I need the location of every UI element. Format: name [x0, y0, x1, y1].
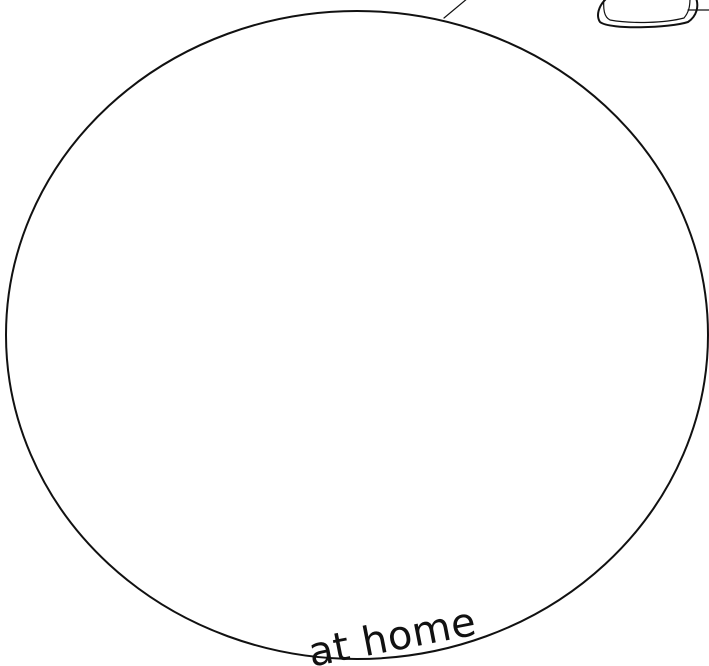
large-circle-outline [6, 11, 708, 659]
connector-line [444, 0, 468, 18]
circle-label-text: at home [305, 599, 480, 666]
top-right-object-fragment [598, 0, 709, 27]
